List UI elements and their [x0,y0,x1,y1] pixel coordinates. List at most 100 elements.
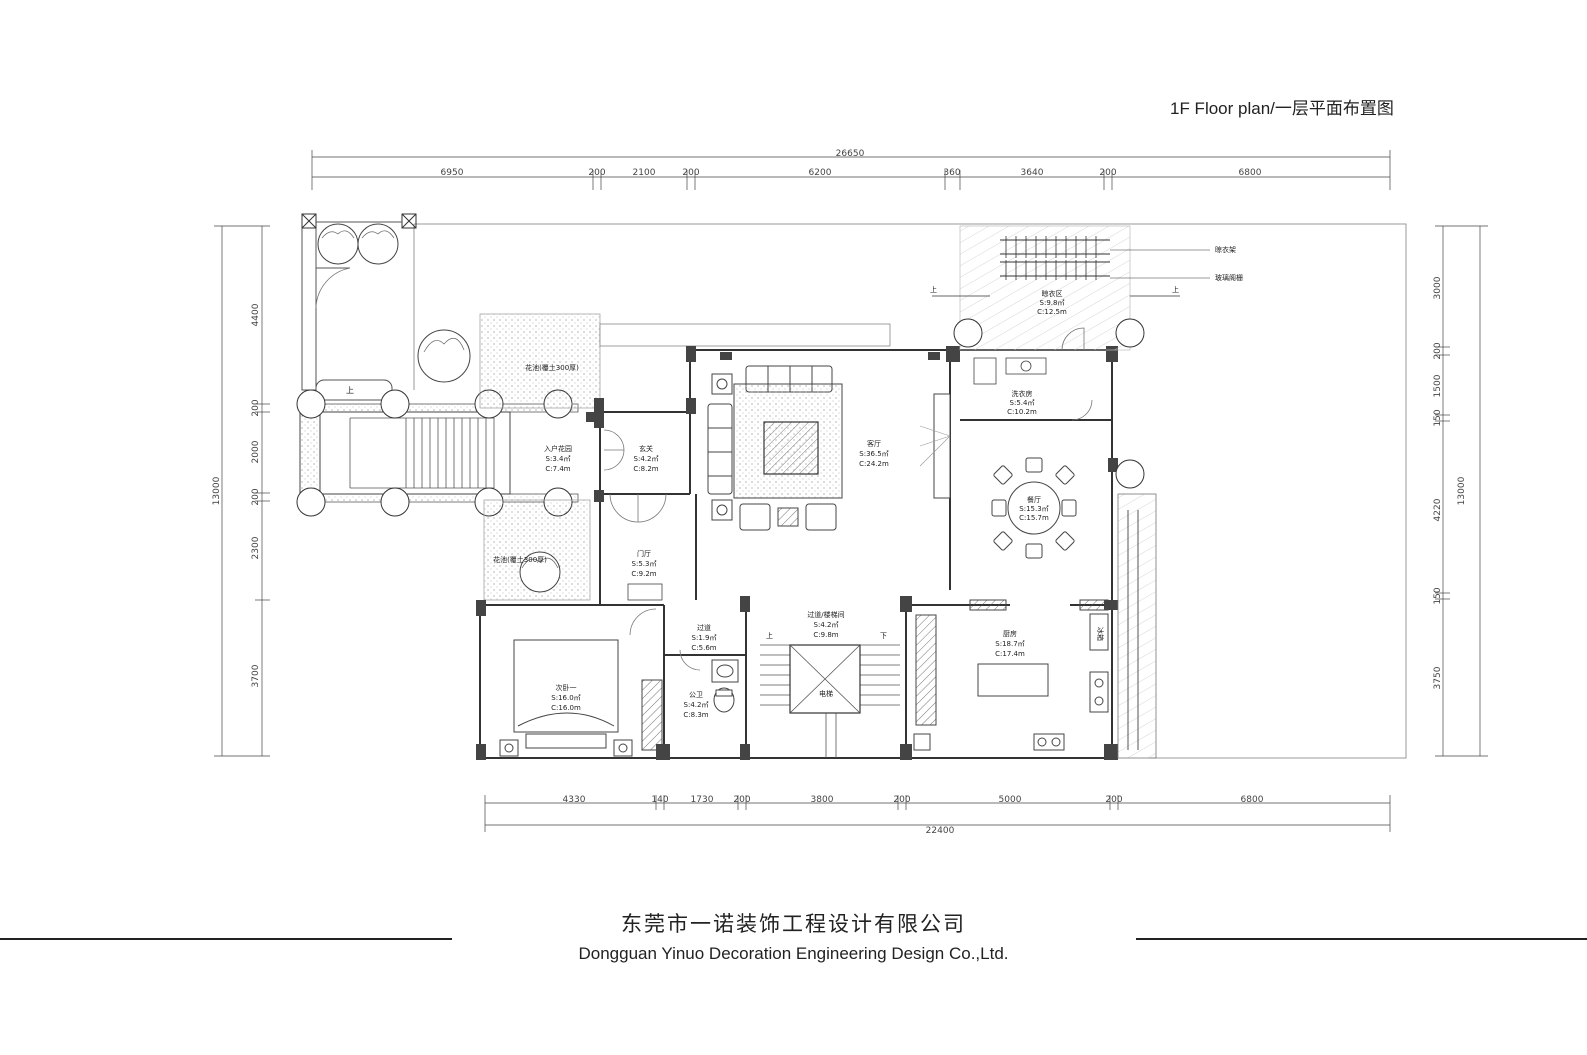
dim-top-total: 26650 [836,149,865,159]
dim-bottom-segments: 4330 140 1730 200 3800 200 5000 200 6800 [563,795,1264,805]
svg-text:1730: 1730 [691,795,714,805]
svg-text:200: 200 [1099,168,1116,178]
svg-text:200: 200 [251,399,261,416]
svg-text:C:9.2m: C:9.2m [631,570,656,578]
svg-text:C:17.4m: C:17.4m [995,650,1025,658]
svg-text:S:15.3㎡: S:15.3㎡ [1019,505,1048,513]
svg-text:3640: 3640 [1021,168,1044,178]
foyer-doors [603,429,667,601]
svg-text:3700: 3700 [251,664,261,687]
right-dimensions [1435,225,1488,757]
stair-down-label: 下 [880,632,887,640]
svg-text:公卫: 公卫 [689,691,703,699]
entry-steps [296,389,579,517]
elevator-label: 电梯 [819,689,833,698]
up-label-drying-right: 上 [1172,285,1179,294]
walls [479,349,1113,759]
svg-text:200: 200 [1105,795,1122,805]
site-boundary [413,223,1407,759]
svg-text:200: 200 [682,168,699,178]
up-label-left: 上 [346,386,354,395]
svg-text:S:9.8㎡: S:9.8㎡ [1040,299,1065,307]
svg-text:150: 150 [1433,587,1443,604]
svg-text:过道: 过道 [697,623,711,632]
dim-right-total: 13000 [1457,476,1467,505]
svg-text:1500: 1500 [1433,374,1443,397]
svg-text:4400: 4400 [251,303,261,326]
svg-text:2300: 2300 [251,536,261,559]
drawing-title: 1F Floor plan/一层平面布置图 [1170,99,1394,118]
room-corridor: 过道/楼梯间 S:4.2㎡ C:9.8m [807,610,844,639]
room-passage: 过道 S:1.9㎡ C:5.6m [691,623,716,652]
kitchen-fixtures [913,599,1109,751]
svg-text:过道/楼梯间: 过道/楼梯间 [807,610,844,619]
svg-text:6800: 6800 [1241,795,1264,805]
svg-text:6950: 6950 [441,168,464,178]
bedroom-furniture [499,608,663,757]
svg-text:360: 360 [943,168,960,178]
svg-text:C:24.2m: C:24.2m [859,460,889,468]
svg-text:C:16.0m: C:16.0m [551,704,581,712]
room-dining: 餐厅 S:15.3㎡ C:15.7m [1019,495,1049,522]
svg-text:晾衣区: 晾衣区 [1042,289,1063,298]
room-foyer: 玄关 S:4.2㎡ C:8.2m [633,444,658,473]
svg-text:S:16.0㎡: S:16.0㎡ [551,694,580,702]
laundry-fixtures [973,357,1093,421]
svg-text:5000: 5000 [999,795,1022,805]
wall-columns [476,346,1118,760]
living-furniture [707,365,951,531]
dim-bottom-total: 22400 [926,826,955,836]
room-laundry: 洗衣房 S:5.4㎡ C:10.2m [1007,389,1037,416]
svg-text:S:18.7㎡: S:18.7㎡ [995,640,1024,648]
company-name-en: Dongguan Yinuo Decoration Engineering De… [578,944,1009,963]
svg-text:3000: 3000 [1433,276,1443,299]
svg-text:200: 200 [251,488,261,505]
top-dimensions [311,150,1391,190]
dim-top-segments: 6950 200 2100 200 6200 360 3640 200 6800 [441,168,1262,178]
svg-text:S:36.5㎡: S:36.5㎡ [859,450,888,458]
planters [479,313,891,601]
svg-text:4220: 4220 [1433,498,1443,521]
footer-rule-right [1136,938,1587,940]
svg-text:次卧一: 次卧一 [556,683,577,692]
east-terrace [1115,459,1157,759]
svg-text:2100: 2100 [633,168,656,178]
room-hall: 门厅 S:5.3㎡ C:9.2m [631,549,656,578]
svg-text:玄关: 玄关 [639,444,653,453]
svg-text:S:3.4㎡: S:3.4㎡ [546,455,571,463]
svg-text:6800: 6800 [1239,168,1262,178]
svg-text:200: 200 [733,795,750,805]
rack-label: 晾衣架 [1215,245,1236,254]
svg-text:150: 150 [1433,409,1443,426]
planter-top-label: 花池(覆土300厚) [525,363,579,372]
svg-text:140: 140 [651,795,668,805]
dim-left-segments: 4400 200 2000 200 2300 3700 [251,303,261,687]
planter-bottom-label: 花池(覆土300厚) [493,555,547,564]
svg-text:200: 200 [588,168,605,178]
dim-left-total: 13000 [212,476,222,505]
left-dimensions [214,225,270,757]
room-wc: 公卫 S:4.2㎡ C:8.3m [683,691,708,719]
room-living: 客厅 S:36.5㎡ C:24.2m [859,439,889,468]
stair-elevator [760,644,900,758]
room-kitchen: 厨房 S:18.7㎡ C:17.4m [995,629,1025,658]
svg-text:3750: 3750 [1433,666,1443,689]
stair-up-label: 上 [766,631,773,640]
company-name-cn: 东莞市一诺装饰工程设计有限公司 [621,912,966,936]
svg-text:C:10.2m: C:10.2m [1007,408,1037,416]
svg-text:C:7.4m: C:7.4m [545,465,570,473]
svg-text:C:8.2m: C:8.2m [633,465,658,473]
svg-text:入户花园: 入户花园 [544,444,572,453]
svg-text:S:5.4㎡: S:5.4㎡ [1010,399,1035,407]
svg-text:2000: 2000 [251,440,261,463]
svg-text:S:1.9㎡: S:1.9㎡ [692,634,717,642]
fridge-label: 冰箱 [1096,627,1105,641]
svg-text:C:15.7m: C:15.7m [1019,514,1049,522]
wc-fixtures [679,649,739,713]
dim-right-segments: 3000 200 1500 150 4220 150 3750 [1433,276,1443,689]
svg-text:C:12.5m: C:12.5m [1037,308,1067,316]
svg-text:C:5.6m: C:5.6m [691,644,716,652]
glass-rail-label: 玻璃阁栅 [1215,273,1243,282]
svg-text:客厅: 客厅 [867,439,881,448]
